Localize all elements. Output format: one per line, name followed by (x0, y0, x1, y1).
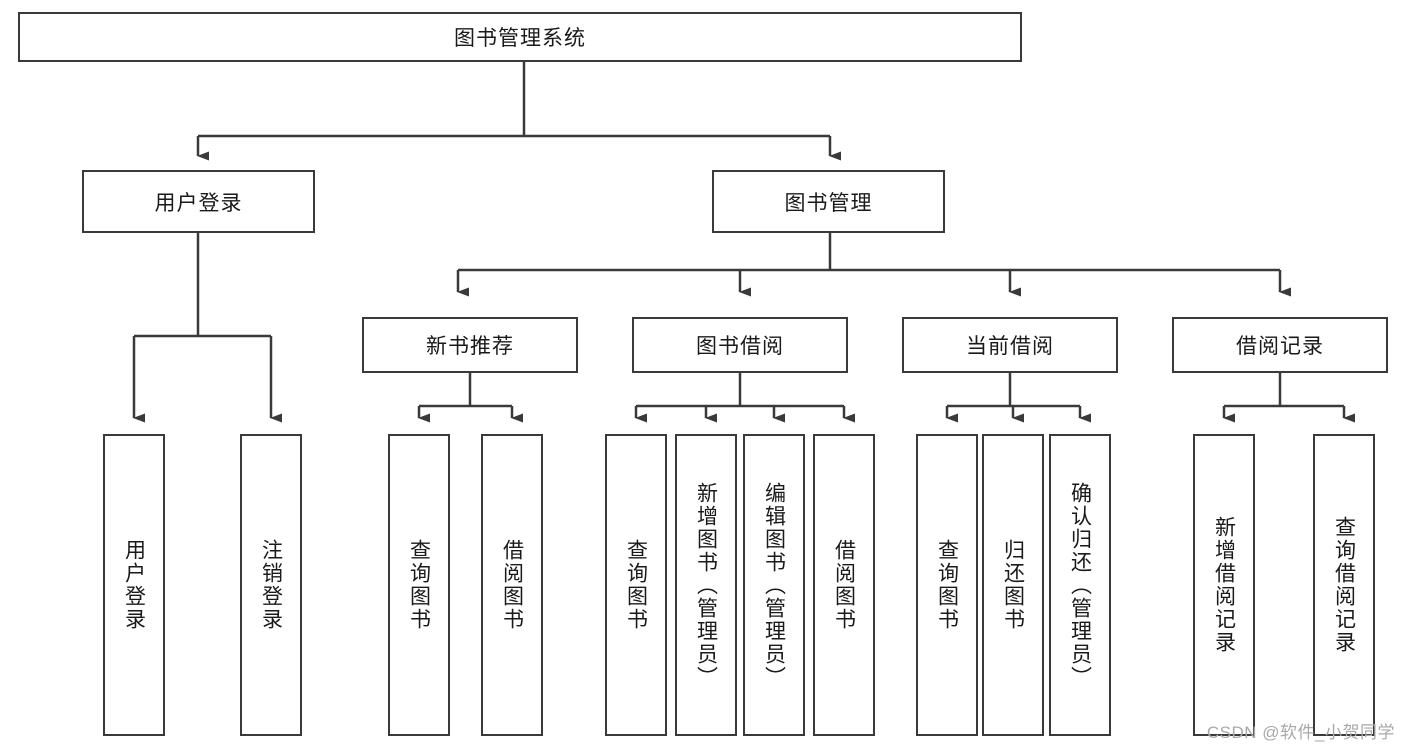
leaf-confirm-return-admin-label: 确认归还（管理员） (1068, 481, 1092, 689)
leaf-add-book-admin[interactable]: 新增图书（管理员） (675, 434, 737, 736)
leaf-add-book-admin-label: 新增图书（管理员） (694, 481, 718, 689)
leaf-query-book-borrow[interactable]: 查询图书 (605, 434, 667, 736)
node-borrow-record-label: 借阅记录 (1236, 335, 1324, 358)
watermark: CSDN @软件_小贺同学 (1206, 723, 1395, 742)
leaf-user-login[interactable]: 用户登录 (103, 434, 165, 736)
leaf-edit-book-admin-label: 编辑图书（管理员） (762, 481, 786, 689)
leaf-query-borrow-record[interactable]: 查询借阅记录 (1313, 434, 1375, 736)
leaf-borrow-book[interactable]: 借阅图书 (813, 434, 875, 736)
node-borrow-record[interactable]: 借阅记录 (1172, 317, 1388, 373)
leaf-query-book-current[interactable]: 查询图书 (916, 434, 978, 736)
leaf-confirm-return-admin[interactable]: 确认归还（管理员） (1049, 434, 1111, 736)
leaf-add-borrow-record-label: 新增借阅记录 (1212, 516, 1236, 654)
leaf-query-book-borrow-label: 查询图书 (624, 539, 648, 631)
leaf-borrow-book-recommend[interactable]: 借阅图书 (481, 434, 543, 736)
leaf-user-login-label: 用户登录 (122, 539, 146, 631)
node-root-label: 图书管理系统 (454, 27, 586, 50)
leaf-borrow-book-recommend-label: 借阅图书 (500, 539, 524, 631)
leaf-query-book-recommend[interactable]: 查询图书 (388, 434, 450, 736)
leaf-query-borrow-record-label: 查询借阅记录 (1332, 516, 1356, 654)
node-current-borrow[interactable]: 当前借阅 (902, 317, 1118, 373)
node-book-borrow[interactable]: 图书借阅 (632, 317, 848, 373)
leaf-return-book[interactable]: 归还图书 (982, 434, 1044, 736)
node-book-management[interactable]: 图书管理 (712, 170, 945, 233)
leaf-return-book-label: 归还图书 (1001, 539, 1025, 631)
leaf-logout-label: 注销登录 (259, 539, 283, 631)
node-current-borrow-label: 当前借阅 (966, 335, 1054, 358)
node-book-management-label: 图书管理 (784, 191, 873, 215)
leaf-query-book-recommend-label: 查询图书 (407, 539, 431, 631)
node-user-login[interactable]: 用户登录 (82, 170, 315, 233)
node-root[interactable]: 图书管理系统 (18, 12, 1022, 62)
leaf-edit-book-admin[interactable]: 编辑图书（管理员） (743, 434, 805, 736)
leaf-add-borrow-record[interactable]: 新增借阅记录 (1193, 434, 1255, 736)
node-user-login-label: 用户登录 (154, 191, 243, 215)
node-book-borrow-label: 图书借阅 (696, 335, 784, 358)
node-new-book-recommend-label: 新书推荐 (426, 335, 514, 358)
leaf-logout[interactable]: 注销登录 (240, 434, 302, 736)
node-new-book-recommend[interactable]: 新书推荐 (362, 317, 578, 373)
leaf-borrow-book-label: 借阅图书 (832, 539, 856, 631)
leaf-query-book-current-label: 查询图书 (935, 539, 959, 631)
